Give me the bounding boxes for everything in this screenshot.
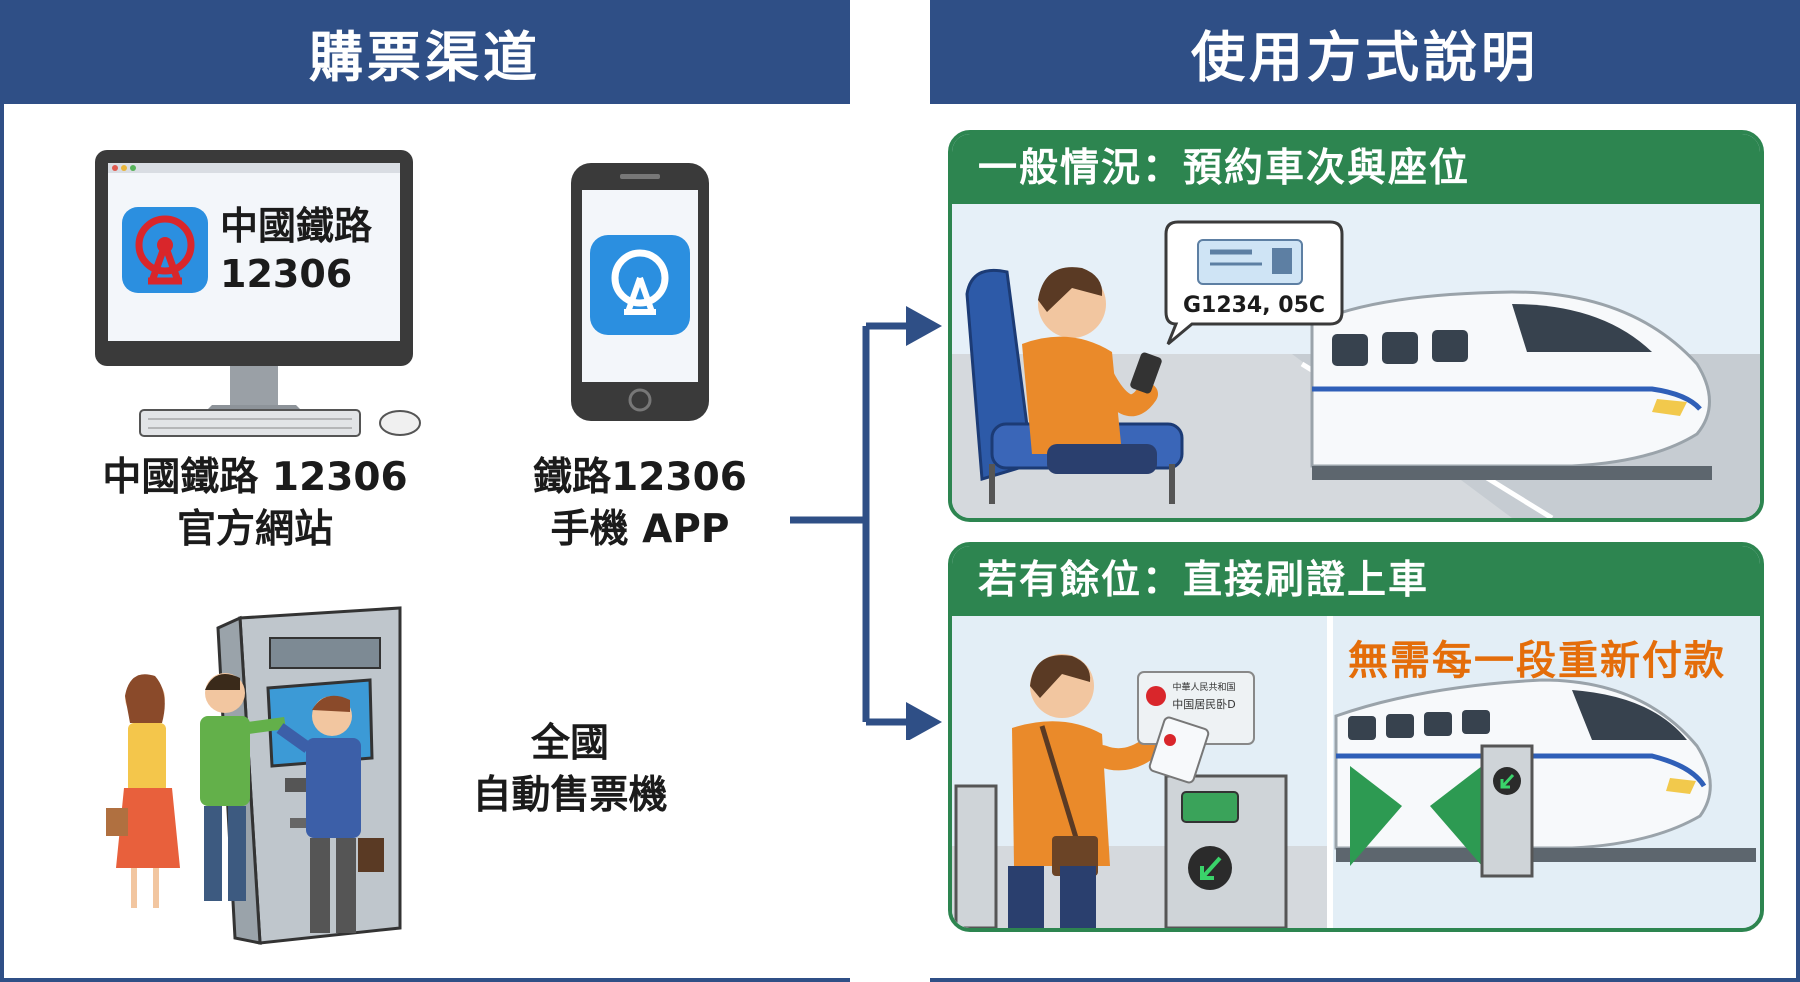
machine-label-line2: 自動售票機: [472, 773, 668, 818]
id-card-line1: 中華人民共和国: [1172, 681, 1235, 693]
left-frame: [0, 104, 850, 982]
right-frame: [930, 104, 1800, 982]
purchase-channels-header: 購票渠道: [0, 0, 850, 104]
usage-title: 使用方式說明: [1191, 25, 1539, 89]
smartphone-icon: [571, 163, 709, 421]
app-label-line2: 手機 APP: [550, 507, 730, 552]
arrow-to-case1: [906, 306, 942, 346]
website-logo-line1: 中國鐵路: [220, 204, 373, 248]
usage-header: 使用方式說明: [930, 0, 1800, 104]
website-label-line2: 官方網站: [176, 507, 333, 552]
case1-panel: 一般情況：預約車次與座位: [948, 130, 1764, 522]
case1-illustration: G1234, 05C: [952, 204, 1760, 518]
case2-title: 若有餘位：直接刷證上車: [952, 546, 1760, 616]
ticket-machine-icon: [106, 606, 402, 945]
desktop-computer-icon: [95, 150, 421, 437]
website-logo-line2: 12306: [220, 252, 353, 296]
website-logo-text: 中國鐵路 12306: [220, 202, 372, 298]
case1-scene: G1234, 05C: [952, 204, 1760, 518]
id-card-line2: 中国居民卧D: [1172, 698, 1235, 711]
arrow-to-case2: [906, 702, 942, 740]
app-label: 鐵路12306 手機 APP: [500, 452, 780, 556]
machine-label: 全國 自動售票機: [440, 718, 700, 822]
seat-bubble-text: G1234, 05C: [1183, 293, 1325, 318]
railway-logo-icon: [122, 207, 208, 293]
case1-title: 一般情況：預約車次與座位: [952, 134, 1760, 204]
machine-label-line1: 全國: [530, 721, 609, 766]
app-label-line1: 鐵路12306: [533, 455, 747, 500]
website-label: 中國鐵路 12306 官方網站: [70, 452, 440, 556]
case2-panel: 若有餘位：直接刷證上車: [948, 542, 1764, 932]
purchase-channels-title: 購票渠道: [309, 25, 541, 89]
case2-scene: 中華人民共和国 中国居民卧D 無需每一段重新付款: [952, 616, 1760, 928]
ticket-icon: [1197, 239, 1303, 285]
no-repeat-payment-note: 無需每一段重新付款: [1348, 638, 1726, 684]
flow-connector: [790, 306, 942, 740]
website-label-line1: 中國鐵路 12306: [102, 455, 408, 500]
case2-illustration: 中華人民共和国 中国居民卧D: [952, 616, 1760, 928]
